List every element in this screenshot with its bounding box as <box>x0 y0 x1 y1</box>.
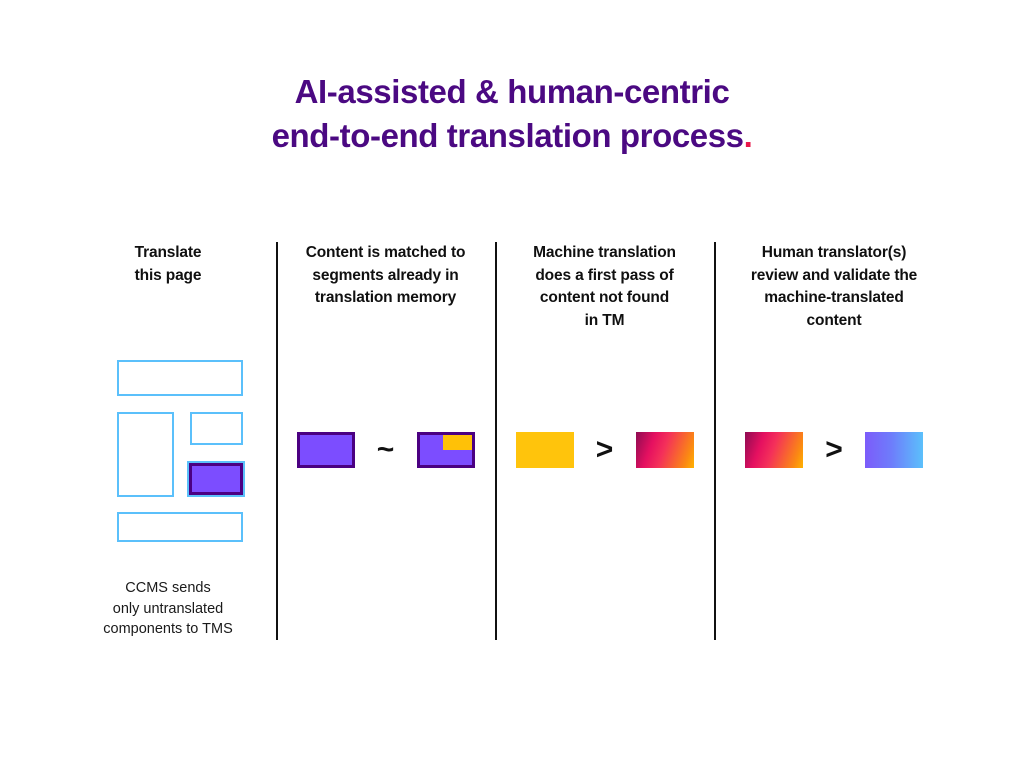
column-2-heading-line-3: translation memory <box>314 289 457 306</box>
column-2-heading: Content is matched to segments already i… <box>276 242 495 310</box>
column-4-heading-line-2: review and validate the <box>750 266 918 284</box>
page-title: AI-assisted & human-centric end-to-end t… <box>0 70 1024 158</box>
human-validated-block <box>865 432 923 468</box>
tilde-operator-icon: ~ <box>376 433 395 466</box>
wireframe-box-sidebar <box>117 412 174 497</box>
column-1-caption-line-2: only untranslated <box>112 600 224 617</box>
chevron-right-operator-icon-2: > <box>825 433 843 466</box>
tm-partial-match-highlight <box>442 435 472 450</box>
chevron-right-operator-icon: > <box>595 433 614 466</box>
column-translate-this-page: Translate this page CCMS sends only untr… <box>60 242 276 642</box>
column-4-heading-line-3: machine-translated <box>764 289 904 306</box>
column-4-heading: Human translator(s) review and validate … <box>714 242 954 332</box>
column-3-heading-line-1: Machine translation <box>533 244 676 261</box>
machine-translated-block <box>635 432 694 468</box>
column-3-heading-line-2: does a first pass of <box>535 266 674 284</box>
tm-matched-segment-block <box>416 432 475 468</box>
wireframe-box-header <box>117 360 243 396</box>
column-divider-2 <box>495 242 497 640</box>
page-title-line-1: AI-assisted & human-centric <box>294 73 730 110</box>
column-divider-1 <box>276 242 278 640</box>
column-4-blocks: > <box>714 432 954 468</box>
column-divider-3 <box>714 242 716 640</box>
wireframe-box-footer <box>117 512 243 542</box>
column-3-heading-line-4: in TM <box>584 311 625 329</box>
column-2-heading-line-2: segments already in <box>312 266 459 284</box>
column-machine-translation: Machine translation does a first pass of… <box>495 242 714 642</box>
column-1-caption: CCMS sends only untranslated components … <box>60 578 276 640</box>
source-segment-block <box>296 432 355 468</box>
column-1-caption-line-3: components to TMS <box>103 621 233 637</box>
column-translation-memory-match: Content is matched to segments already i… <box>276 242 495 642</box>
machine-translated-input-block <box>745 432 803 468</box>
column-4-heading-line-1: Human translator(s) <box>761 244 907 261</box>
page-wireframe <box>117 360 245 544</box>
untranslated-content-block <box>515 432 574 468</box>
column-1-heading-line-2: this page <box>134 266 202 284</box>
column-2-heading-line-1: Content is matched to <box>305 244 466 261</box>
column-1-heading: Translate this page <box>60 242 276 287</box>
process-columns: Translate this page CCMS sends only untr… <box>0 242 1024 642</box>
column-2-blocks: ~ <box>276 432 495 468</box>
page-title-line-2-text: end-to-end translation process <box>271 117 744 154</box>
column-1-heading-line-1: Translate <box>134 244 202 261</box>
column-1-caption-line-1: CCMS sends <box>125 580 211 596</box>
column-3-heading-line-3: content not found <box>539 289 670 306</box>
column-3-blocks: > <box>495 432 714 468</box>
page-title-period: . <box>743 117 753 154</box>
wireframe-box-untranslated-component <box>187 461 245 497</box>
column-3-heading: Machine translation does a first pass of… <box>495 242 714 332</box>
column-human-review: Human translator(s) review and validate … <box>714 242 954 642</box>
column-4-heading-line-4: content <box>806 311 862 329</box>
page-title-line-2: end-to-end translation process. <box>0 114 1024 158</box>
wireframe-box-snippet <box>190 412 243 445</box>
